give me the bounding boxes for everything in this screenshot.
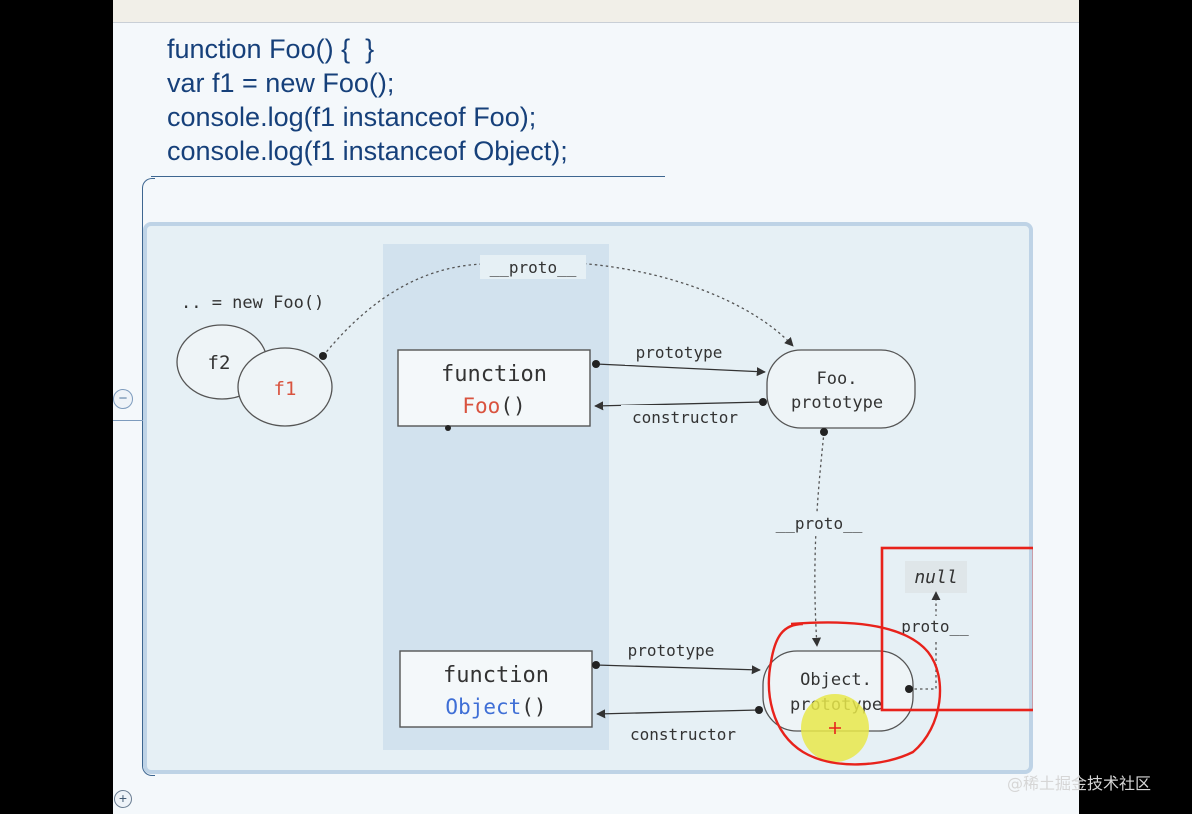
function-foo-parens: (): [500, 394, 525, 418]
function-foo-keyword: function: [441, 362, 547, 387]
edge-foo-prototype-label: prototype: [636, 343, 723, 362]
code-line: console.log(f1 instanceof Foo);: [167, 102, 537, 132]
expand-node-button[interactable]: +: [114, 790, 132, 808]
collapse-node-button[interactable]: −: [113, 389, 133, 409]
edge-object-constructor-label-bg: [619, 722, 745, 746]
edge-object-constructor-label: constructor: [630, 725, 736, 744]
edge-foo-prototype-proto-label: __proto__: [776, 514, 863, 533]
instance-f1-circle: [237, 347, 333, 427]
edge-foo-constructor-label: constructor: [632, 408, 738, 427]
code-underline: [151, 176, 665, 177]
function-object-keyword: function: [443, 663, 549, 688]
edge-object-prototype-origin: [592, 661, 600, 669]
edge-object-prototype-proto-origin: [905, 685, 913, 693]
edge-f1-proto-label-bg: [480, 255, 586, 279]
edge-f1-proto-label: __proto__: [490, 258, 577, 277]
edge-object-prototype-label: prototype: [628, 641, 715, 660]
outline-bracket: [142, 178, 155, 776]
foo-box-anchor-dot: [445, 425, 451, 431]
edge-object-constructor-origin: [755, 706, 763, 714]
edge-object-prototype-label-bg: [617, 638, 727, 662]
annotation-red-circle: [767, 621, 942, 766]
function-foo-name: Foo: [462, 394, 500, 418]
edge-foo-prototype-proto-origin: [820, 428, 828, 436]
cursor-crosshair-icon: [829, 722, 841, 734]
function-foo-box: [397, 349, 591, 427]
slide-canvas: function Foo() { } var f1 = new Foo(); con…: [113, 0, 1079, 814]
edge-foo-constructor-origin: [759, 398, 767, 406]
null-label: null: [914, 567, 957, 588]
foo-prototype-line2: prototype: [791, 393, 883, 413]
function-foo-signature: Foo(): [462, 394, 525, 418]
instance-f2-label: f2: [208, 352, 231, 374]
edge-foo-prototype-origin: [592, 360, 600, 368]
watermark: @稀土掘金技术社区: [1007, 774, 1152, 793]
prototype-chain-diagram: .. = new Foo() f2 f1 function Foo() func…: [176, 244, 1033, 766]
code-line: function Foo() { }: [167, 34, 375, 64]
annotation-red-rectangle: [880, 546, 1033, 712]
edge-foo-prototype-proto-label-bg: [765, 512, 871, 536]
edge-object-prototype: [595, 664, 761, 675]
function-object-name: Object: [445, 695, 521, 719]
edge-foo-prototype-proto: [811, 431, 825, 647]
function-object-signature: Object(): [445, 695, 546, 719]
function-object-parens: (): [521, 695, 546, 719]
foo-prototype-line1: Foo.: [817, 369, 858, 389]
edge-object-constructor: [596, 709, 760, 719]
instance-f1-label: f1: [274, 378, 297, 400]
code-snippet: function Foo() { } var f1 = new Foo(); con…: [167, 32, 568, 168]
function-object-box: [399, 650, 593, 728]
code-line: console.log(f1 instanceof Object);: [167, 136, 568, 166]
outline-connector: [113, 420, 143, 421]
edge-foo-prototype-label-bg: [625, 341, 733, 365]
edge-object-prototype-proto-label: proto__: [901, 617, 969, 636]
window-top-bar: [113, 0, 1079, 23]
code-line: var f1 = new Foo();: [167, 68, 395, 98]
edge-f1-proto-origin: [319, 352, 327, 360]
edge-foo-constructor-label-bg: [621, 405, 747, 429]
foo-prototype-node: [766, 349, 916, 429]
null-node-bg: [905, 561, 967, 593]
edge-foo-prototype: [595, 363, 766, 377]
new-foo-label: .. = new Foo(): [181, 293, 324, 313]
object-prototype-line1: Object.: [800, 670, 872, 690]
